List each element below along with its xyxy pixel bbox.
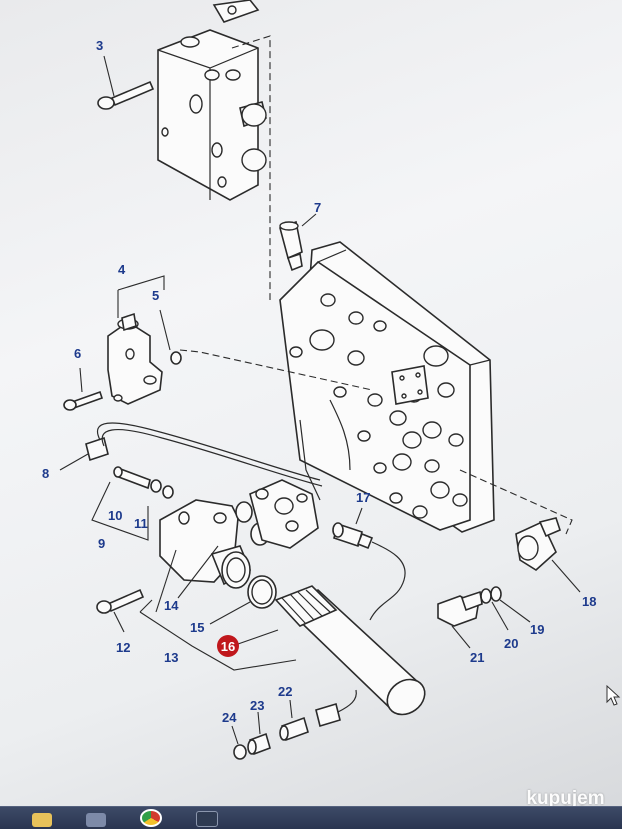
valve-block-top [157, 0, 267, 201]
callout-9: 9 [98, 536, 105, 551]
o-ring-5 [159, 309, 182, 365]
chrome-icon[interactable] [140, 809, 162, 827]
fitting-22 [279, 699, 309, 742]
fitting-10 [113, 466, 151, 490]
connector-small [315, 689, 357, 728]
callout-18: 18 [582, 594, 596, 609]
callout-10: 10 [108, 508, 122, 523]
app-icon[interactable] [196, 811, 218, 827]
plug-21 [437, 590, 483, 649]
callout-20: 20 [504, 636, 518, 651]
callout-24: 24 [222, 710, 237, 725]
callout-3: 3 [96, 38, 103, 53]
callout-19: 19 [530, 622, 544, 637]
watermark-line-1: kupujem [526, 788, 605, 809]
o-ring-11 [162, 485, 174, 499]
callout-16-marker [217, 635, 239, 657]
o-ring-20 [480, 588, 492, 604]
callout-6: 6 [74, 346, 81, 361]
callout-12: 12 [116, 640, 130, 655]
callout-16-highlight: 16 [217, 635, 239, 657]
flange [249, 479, 319, 549]
sensor-17 [332, 507, 406, 621]
callout-13: 13 [164, 650, 178, 665]
bolt-12 [96, 588, 145, 633]
callout-21: 21 [470, 650, 484, 665]
bolt-3 [97, 55, 155, 110]
o-ring-15 [247, 575, 277, 609]
bolt-6 [63, 367, 104, 411]
folder-icon[interactable] [32, 813, 52, 827]
sensor-7 [279, 213, 317, 272]
callout-17: 17 [356, 490, 370, 505]
o-ring-10 [150, 479, 162, 493]
adapter-23 [247, 711, 271, 756]
callout-16: 16 [221, 639, 235, 654]
main-housing [279, 241, 495, 533]
taskbar [0, 806, 622, 829]
callout-22: 22 [278, 684, 292, 699]
callout-4: 4 [118, 262, 126, 277]
sleeve-housing [159, 499, 252, 589]
callout-11: 11 [134, 516, 148, 531]
callout-15: 15 [190, 620, 204, 635]
callout-5: 5 [152, 288, 159, 303]
mouse-cursor-icon [606, 684, 621, 706]
o-ring-24 [231, 725, 247, 760]
callout-23: 23 [250, 698, 264, 713]
o-ring-19 [490, 586, 502, 602]
callout-8: 8 [42, 466, 49, 481]
media-icon[interactable] [86, 813, 106, 827]
shaft-16 [274, 585, 426, 716]
harness-8 [59, 422, 323, 487]
callout-14: 14 [164, 598, 179, 613]
callout-7: 7 [314, 200, 321, 215]
connector-18 [515, 517, 581, 593]
valve-4 [107, 312, 163, 405]
